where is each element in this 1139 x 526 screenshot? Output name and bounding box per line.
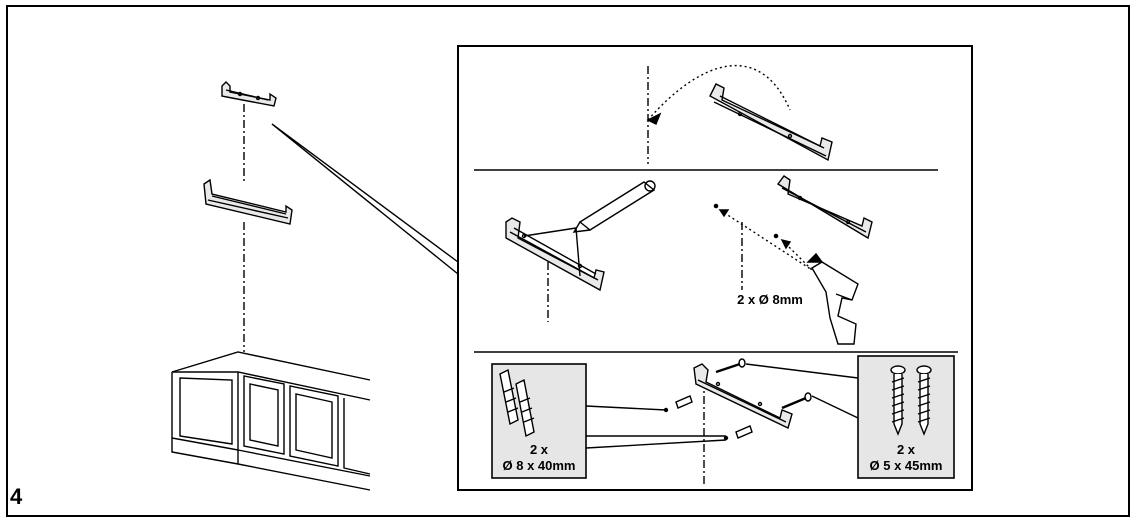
drill-size-label: 2 x Ø 8mm <box>737 292 803 307</box>
screw-leader-2 <box>811 395 859 419</box>
wall-plugs-size: Ø 8 x 40mm <box>502 458 576 473</box>
wall-plugs-count: 2 x <box>529 442 549 457</box>
drill-path-1 <box>719 209 813 271</box>
bracket-fix-icon <box>693 363 793 429</box>
move-arrow-head <box>646 112 662 125</box>
drill-arrow-head-1 <box>718 209 730 218</box>
wall-cabinet-icon <box>171 351 371 491</box>
hole-mark-1 <box>713 203 719 209</box>
plug-leader-1 <box>585 405 667 411</box>
screw-icon <box>890 365 932 436</box>
detail-panel <box>457 45 973 491</box>
screws-box <box>857 355 955 479</box>
screws-size: Ø 5 x 45mm <box>869 458 943 473</box>
callout-line-lower <box>271 123 459 275</box>
step-number: 4 <box>10 484 23 509</box>
screw-leader-1 <box>745 363 859 379</box>
lower-bracket-small-icon <box>203 178 293 225</box>
callout-line-upper <box>271 123 459 263</box>
upper-bracket-small-icon <box>221 81 277 107</box>
screws-count: 2 x <box>896 442 916 457</box>
plug-leader-3 <box>585 439 727 449</box>
drill-path-2 <box>781 239 813 271</box>
figure-frame <box>6 5 1130 517</box>
bracket-drill-icon <box>776 175 873 240</box>
hole-mark-2 <box>773 233 779 239</box>
drill-icon <box>806 252 859 345</box>
plug-in-wall-icon <box>663 395 753 441</box>
bracket-top-icon <box>709 83 833 162</box>
screw-in-bracket-icon <box>715 358 812 410</box>
pencil-icon <box>523 180 656 277</box>
wall-plug-icon <box>499 368 535 438</box>
drill-arrow-head-2 <box>780 238 792 250</box>
move-arrow-dotted <box>647 65 791 121</box>
